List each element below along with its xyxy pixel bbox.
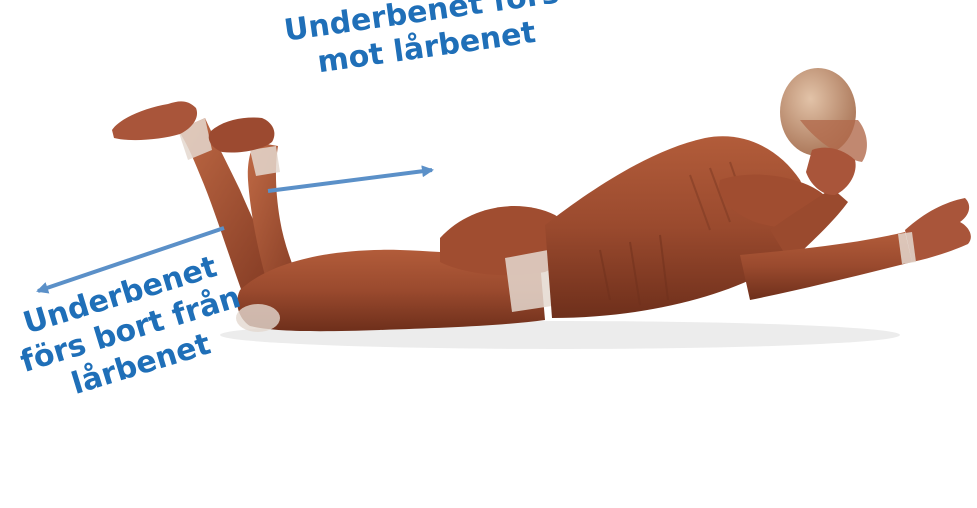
flexion-arrow <box>268 170 432 191</box>
thighs <box>236 206 567 332</box>
